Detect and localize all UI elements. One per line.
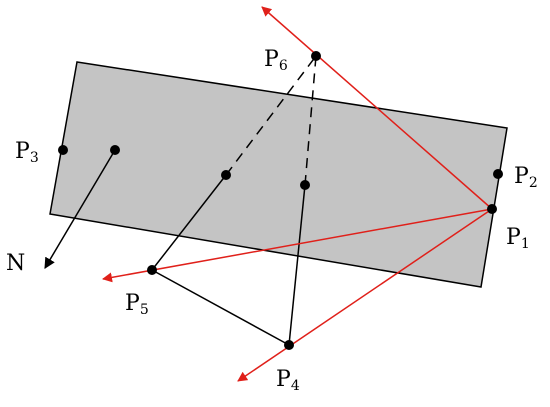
normal-vector-n — [44, 149, 116, 269]
point-p5 — [147, 265, 157, 275]
ray-p1-p6 — [261, 6, 493, 210]
point-p1 — [487, 204, 497, 214]
point-p3-inner — [110, 145, 120, 155]
edge-p5-p6-solid — [151, 174, 227, 271]
edge-p4-p6-solid — [288, 184, 306, 346]
label-p5: P5 — [125, 291, 149, 318]
label-n: N — [6, 251, 25, 276]
point-p4 — [284, 340, 294, 350]
label-p4: P4 — [276, 367, 300, 394]
ray-p1-p4 — [237, 208, 493, 382]
label-p6: P6 — [264, 47, 288, 74]
edge-p5-p4 — [151, 269, 290, 346]
edge-p5-p6-hidden — [225, 55, 317, 176]
ray-p1-p5 — [102, 208, 493, 283]
label-p3: P3 — [15, 139, 39, 166]
label-p1: P1 — [506, 225, 530, 252]
intersection-p4-p6 — [300, 180, 310, 190]
intersection-p5-p6 — [221, 170, 231, 180]
plane — [49, 61, 508, 288]
point-p3 — [58, 145, 68, 155]
point-p2 — [493, 169, 503, 179]
edge-p4-p6-hidden — [304, 55, 317, 186]
label-p2: P2 — [514, 164, 538, 191]
point-p6 — [311, 51, 321, 61]
